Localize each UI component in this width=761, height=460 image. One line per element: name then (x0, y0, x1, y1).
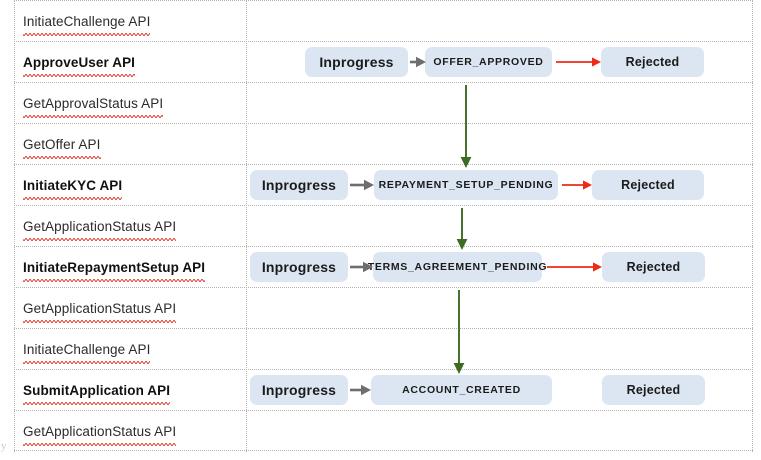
api-name-cell: ApproveUser API (23, 42, 243, 83)
table-row: GetApplicationStatus API (14, 287, 753, 328)
rejected-state-box[interactable]: Rejected (592, 169, 704, 200)
rejected-state-box[interactable]: Rejected (602, 251, 705, 282)
inprogress-state-box[interactable]: Inprogress (305, 46, 408, 77)
table-row: InitiateKYC API (14, 164, 753, 205)
api-name-label: GetApplicationStatus API (23, 206, 177, 248)
table-row: SubmitApplication API (14, 369, 753, 410)
api-name-cell: SubmitApplication API (23, 370, 243, 411)
api-name-label: GetApplicationStatus API (23, 288, 177, 330)
api-name-label: InitiateChallenge API (23, 329, 151, 371)
api-name-label: GetApplicationStatus API (23, 411, 177, 453)
api-name-cell: InitiateKYC API (23, 165, 243, 206)
state-box-account-created[interactable]: ACCOUNT_CREATED (371, 374, 552, 405)
table-row: InitiateRepaymentSetup API (14, 246, 753, 287)
api-name-label: SubmitApplication API (23, 370, 171, 412)
api-name-cell: GetApplicationStatus API (23, 288, 243, 329)
api-name-cell: InitiateRepaymentSetup API (23, 247, 243, 288)
table-row: InitiateChallenge API (14, 328, 753, 369)
rejected-state-box[interactable]: Rejected (601, 46, 704, 77)
grid-rail-right (752, 0, 753, 452)
api-name-label: InitiateKYC API (23, 165, 123, 207)
inprogress-state-box[interactable]: Inprogress (250, 374, 348, 405)
grid-rail-left (14, 0, 15, 452)
table-row: GetApplicationStatus API (14, 410, 753, 451)
table-row: GetOffer API (14, 123, 753, 164)
state-box-terms-agreement-pending[interactable]: TERMS_AGREEMENT_PENDING (368, 251, 547, 282)
grid-rail-middle (246, 0, 247, 452)
api-name-label: InitiateRepaymentSetup API (23, 247, 206, 289)
api-name-cell: GetApprovalStatus API (23, 83, 243, 124)
table-row: InitiateChallenge API (14, 0, 753, 41)
api-name-cell: InitiateChallenge API (23, 329, 243, 370)
rejected-state-box[interactable]: Rejected (602, 374, 705, 405)
state-box-repayment-setup-pending[interactable]: REPAYMENT_SETUP_PENDING (374, 169, 558, 200)
state-box-offer-approved[interactable]: OFFER_APPROVED (425, 46, 552, 77)
inprogress-state-box[interactable]: Inprogress (250, 169, 348, 200)
stray-glyph-artifact: y (1, 440, 7, 452)
api-name-cell: InitiateChallenge API (23, 1, 243, 42)
api-name-cell: GetOffer API (23, 124, 243, 165)
api-name-cell: GetApplicationStatus API (23, 411, 243, 452)
table-row: GetApprovalStatus API (14, 82, 753, 123)
api-name-label: GetApprovalStatus API (23, 83, 164, 125)
api-name-label: InitiateChallenge API (23, 1, 151, 43)
api-name-label: GetOffer API (23, 124, 101, 166)
api-name-cell: GetApplicationStatus API (23, 206, 243, 247)
api-name-label: ApproveUser API (23, 42, 136, 84)
table-row: GetApplicationStatus API (14, 205, 753, 246)
table-row: ApproveUser API (14, 41, 753, 82)
inprogress-state-box[interactable]: Inprogress (250, 251, 348, 282)
